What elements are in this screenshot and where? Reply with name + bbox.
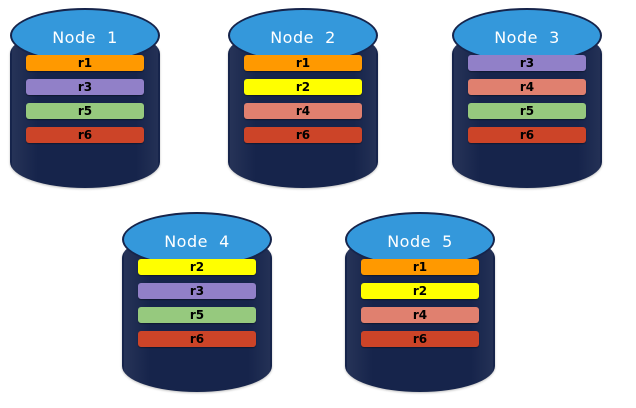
replica-bar[interactable]: r5 <box>468 103 586 119</box>
database-node-cylinder[interactable]: Node 2 r1 r2 r4 r6 <box>228 8 378 193</box>
replica-bar[interactable]: r3 <box>26 79 144 95</box>
replica-label: r5 <box>519 104 535 118</box>
replica-bar[interactable]: r6 <box>138 331 256 347</box>
replica-label: r2 <box>295 80 311 94</box>
node-title: Node 5 <box>387 231 453 251</box>
node-title: Node 4 <box>164 231 230 251</box>
replica-label: r6 <box>412 332 428 346</box>
replica-bar[interactable]: r6 <box>361 331 479 347</box>
replica-label: r1 <box>77 56 93 70</box>
replica-label: r5 <box>77 104 93 118</box>
replica-list: r1 r3 r5 r6 <box>26 55 144 143</box>
replica-bar[interactable]: r3 <box>138 283 256 299</box>
node-top-ellipse: Node 3 <box>452 8 602 63</box>
database-node-cylinder[interactable]: Node 5 r1 r2 r4 r6 <box>345 212 495 397</box>
replica-bar[interactable]: r1 <box>361 259 479 275</box>
replica-bar[interactable]: r4 <box>468 79 586 95</box>
replica-bar[interactable]: r1 <box>244 55 362 71</box>
replica-bar[interactable]: r1 <box>26 55 144 71</box>
replica-label: r2 <box>412 284 428 298</box>
replica-label: r3 <box>519 56 535 70</box>
replica-list: r3 r4 r5 r6 <box>468 55 586 143</box>
replica-label: r4 <box>412 308 428 322</box>
replica-label: r4 <box>295 104 311 118</box>
node-top-ellipse: Node 4 <box>122 212 272 267</box>
replica-bar[interactable]: r2 <box>361 283 479 299</box>
replica-list: r2 r3 r5 r6 <box>138 259 256 347</box>
node-title: Node 1 <box>52 27 118 47</box>
replica-label: r1 <box>295 56 311 70</box>
replica-bar[interactable]: r4 <box>244 103 362 119</box>
replica-label: r6 <box>295 128 311 142</box>
replica-label: r3 <box>189 284 205 298</box>
replica-label: r4 <box>519 80 535 94</box>
replica-label: r2 <box>189 260 205 274</box>
replica-list: r1 r2 r4 r6 <box>244 55 362 143</box>
node-title: Node 2 <box>270 27 336 47</box>
replica-label: r3 <box>77 80 93 94</box>
replica-label: r1 <box>412 260 428 274</box>
replica-bar[interactable]: r6 <box>244 127 362 143</box>
replica-label: r5 <box>189 308 205 322</box>
replica-label: r6 <box>519 128 535 142</box>
replica-bar[interactable]: r5 <box>26 103 144 119</box>
node-top-ellipse: Node 5 <box>345 212 495 267</box>
node-title: Node 3 <box>494 27 560 47</box>
replica-bar[interactable]: r5 <box>138 307 256 323</box>
node-top-ellipse: Node 2 <box>228 8 378 63</box>
replica-bar[interactable]: r4 <box>361 307 479 323</box>
replica-list: r1 r2 r4 r6 <box>361 259 479 347</box>
replica-bar[interactable]: r2 <box>244 79 362 95</box>
replica-bar[interactable]: r3 <box>468 55 586 71</box>
replica-label: r6 <box>189 332 205 346</box>
replica-bar[interactable]: r6 <box>468 127 586 143</box>
replica-bar[interactable]: r2 <box>138 259 256 275</box>
replica-bar[interactable]: r6 <box>26 127 144 143</box>
database-node-cylinder[interactable]: Node 3 r3 r4 r5 r6 <box>452 8 602 193</box>
database-node-cylinder[interactable]: Node 4 r2 r3 r5 r6 <box>122 212 272 397</box>
database-node-cylinder[interactable]: Node 1 r1 r3 r5 r6 <box>10 8 160 193</box>
replica-label: r6 <box>77 128 93 142</box>
